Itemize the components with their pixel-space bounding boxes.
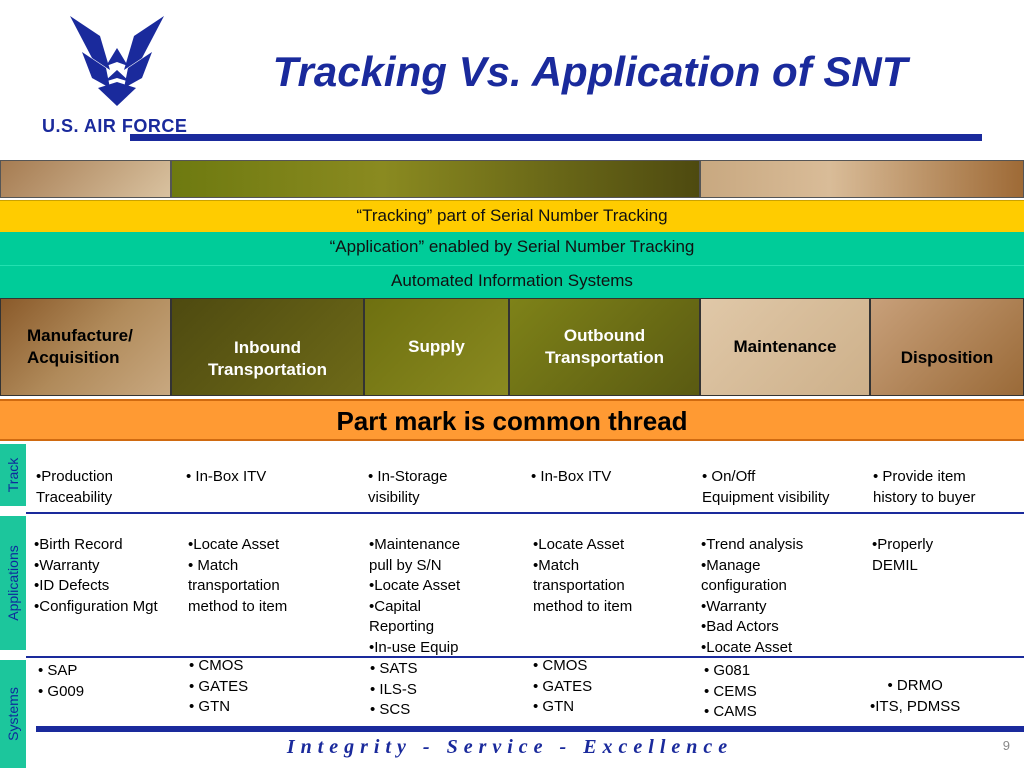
strip-transport [171,160,700,198]
side-label-systems-text: Systems [5,687,21,741]
phase-outbound-label: Outbound Transportation [544,326,664,367]
common-thread-banner: Part mark is common thread [0,399,1024,441]
systems-cell-maintenance: • G081 • CEMS • CAMS [704,662,757,720]
phase-inbound: Inbound Transportation [171,298,364,396]
phase-disposition-label: Disposition [900,348,994,367]
page-number: 9 [1002,738,1010,753]
phase-supply: Supply [364,298,509,396]
track-cell-inbound: • In-Box ITV [186,468,267,485]
applications-cell-disposition: •Properly DEMIL [872,536,934,574]
side-label-track: Track [0,444,26,506]
track-cell-outbound: • In-Box ITV [531,468,612,485]
strip-manufacture [0,160,171,198]
applications-cell-outbound: •Locate Asset •Match transportation meth… [533,536,633,615]
air-force-logo [62,8,172,112]
phase-outbound: Outbound Transportation [509,298,700,396]
row-divider-track [26,512,1024,514]
tracking-band: “Tracking” part of Serial Number Trackin… [0,200,1024,232]
applications-cell-supply: •Maintenance pull by S/N •Locate Asset •… [369,536,461,656]
phase-manufacture: Manufacture/ Acquisition [0,298,171,396]
logo-text: U.S. AIR FORCE [42,116,188,136]
side-label-systems: Systems [0,660,26,768]
strip-maintenance [700,160,1024,198]
systems-cell-manufacture: • SAP • G009 [38,662,85,700]
side-label-applications-text: Applications [5,545,21,621]
applications-cell-maintenance: •Trend analysis •Manage configuration •W… [701,536,804,656]
row-divider-applications [26,656,1024,658]
ais-band: Automated Information Systems [0,265,1024,298]
application-band: “Application” enabled by Serial Number T… [0,232,1024,265]
phase-supply-label: Supply [408,337,465,356]
phase-manufacture-label: Manufacture/ Acquisition [27,326,133,367]
systems-cell-supply: • SATS • ILS-S • SCS [370,660,418,718]
applications-cell-inbound: •Locate Asset • Match transportation met… [188,536,288,615]
systems-cell-inbound: • CMOS • GATES • GTN [189,657,249,715]
track-cell-supply: • In-Storage visibility [368,468,448,506]
track-cell-disposition: • Provide item history to buyer [873,468,976,506]
phase-inbound-label: Inbound Transportation [207,338,327,379]
footer-divider [36,726,1024,732]
page-title: Tracking Vs. Application of SNT [272,48,908,95]
side-label-applications: Applications [0,516,26,650]
track-cell-manufacture: •Production Traceability [36,468,113,506]
systems-cell-outbound: • CMOS • GATES • GTN [533,657,593,715]
footer-motto: Integrity - Service - Excellence [286,736,734,758]
systems-cell-disposition: • DRMO •ITS, PDMSS [870,677,961,715]
title-divider [130,134,982,141]
phase-maintenance: Maintenance [700,298,870,396]
phase-disposition: Disposition [870,298,1024,396]
air-force-wings-icon [70,16,164,106]
applications-cell-manufacture: •Birth Record •Warranty •ID Defects •Con… [34,536,158,615]
side-label-track-text: Track [5,457,21,493]
phase-maintenance-label: Maintenance [733,337,837,356]
track-cell-maintenance: • On/Off Equipment visibility [702,468,830,506]
